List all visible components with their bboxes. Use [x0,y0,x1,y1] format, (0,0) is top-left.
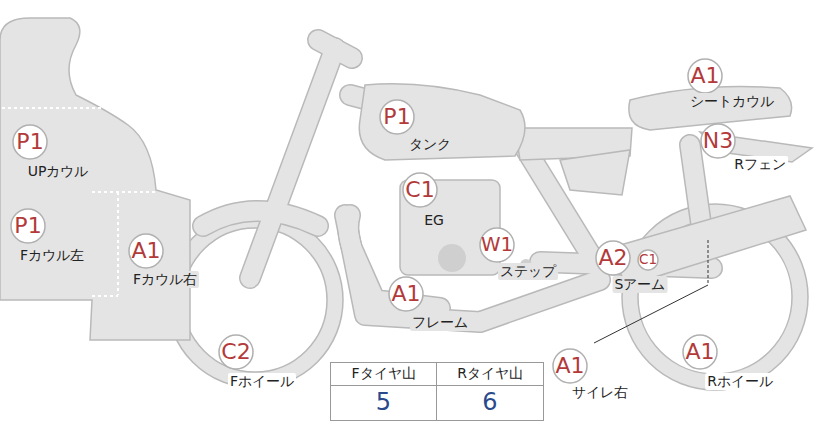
callout-circle: C1EG [402,172,438,208]
seat-cowl [629,87,792,131]
callout-circle: W1ステップ [479,227,515,263]
circle-shape [683,335,717,369]
callout-code: C1 [637,249,659,271]
handlebar-fill [318,40,352,58]
callout-code: A1 [388,276,424,312]
callout-circle: P1UPカウル [12,124,48,160]
division-line [2,107,126,109]
callout-code: A2 [595,240,631,276]
side-cover [560,150,630,195]
part-label: UPカウル [26,163,91,180]
front-fork-fill [250,48,335,278]
circle-shape [389,277,423,311]
part-label: Rホイール [705,373,775,390]
table-header: Rタイヤ山 [437,363,543,386]
cowl-division-lines [2,108,155,296]
callout-circle: A1Fカウル右 [128,233,164,269]
division-line [92,191,155,193]
silencer [610,196,806,286]
callout-code: P1 [379,99,415,135]
circle-shape [480,228,514,262]
callout-circle: N3Rフェン [700,123,736,159]
callout-code: N3 [700,123,736,159]
callout-code: C2 [218,334,254,370]
part-label: Sアーム [613,276,668,293]
part-label: フレーム [410,314,470,331]
leader-line [594,285,708,343]
front-fork [250,48,335,278]
engine [400,180,500,275]
part-label: Fカウル左 [18,247,86,264]
leader-line [708,240,709,285]
circle-shape [13,125,47,159]
callout-code: A1 [552,348,588,384]
circle-shape [129,234,163,268]
circle-shape [219,335,253,369]
circle-shape [638,250,658,270]
callout-circle: P1タンク [379,99,415,135]
part-label: サイレ右 [570,384,630,401]
tube-fills [203,40,712,322]
circle-shape [688,59,722,93]
leader-lines [594,240,708,343]
circle-shape [380,100,414,134]
callout-circle: A1サイレ右 [552,348,588,384]
callout-circle: P1Fカウル左 [10,208,46,244]
callout-code: A1 [128,233,164,269]
part-label: Fホイール [228,373,296,390]
circle-shape [701,124,735,158]
callout-code: W1 [479,227,515,263]
callout-code: C1 [402,172,438,208]
part-label: シートカウル [688,93,776,110]
tube-outlines [203,40,712,322]
part-label: Fカウル右 [131,271,199,288]
circle-shape [11,209,45,243]
table-value: 6 [437,386,543,420]
table-value: 5 [331,386,437,420]
front-cowl [0,18,190,340]
tank [359,84,525,160]
callout-circle: A1Rホイール [682,334,718,370]
footpeg [438,244,466,272]
tyre-table: Fタイヤ山Rタイヤ山56 [330,362,544,421]
callout-code: P1 [10,208,46,244]
circle-shape [403,173,437,207]
division-line [92,295,118,297]
circle-shape [596,241,630,275]
division-line [117,192,119,295]
callout-code: A1 [682,334,718,370]
part-label: Rフェン [732,156,788,173]
callout-circle: A1シートカウル [687,58,723,94]
callout-circle: A2Sアーム [595,240,631,276]
callout-circle: C1 [637,249,659,271]
callout-code: A1 [687,58,723,94]
callout-circle: C2Fホイール [218,334,254,370]
callout-code: P1 [12,124,48,160]
part-label: ステップ [498,263,558,280]
circle-shape [553,349,587,383]
tubes [203,40,712,322]
part-label: EG [422,212,446,229]
bike-panels [0,18,812,340]
part-label: タンク [407,136,453,153]
table-header: Fタイヤ山 [331,363,437,386]
callout-circle: A1フレーム [388,276,424,312]
